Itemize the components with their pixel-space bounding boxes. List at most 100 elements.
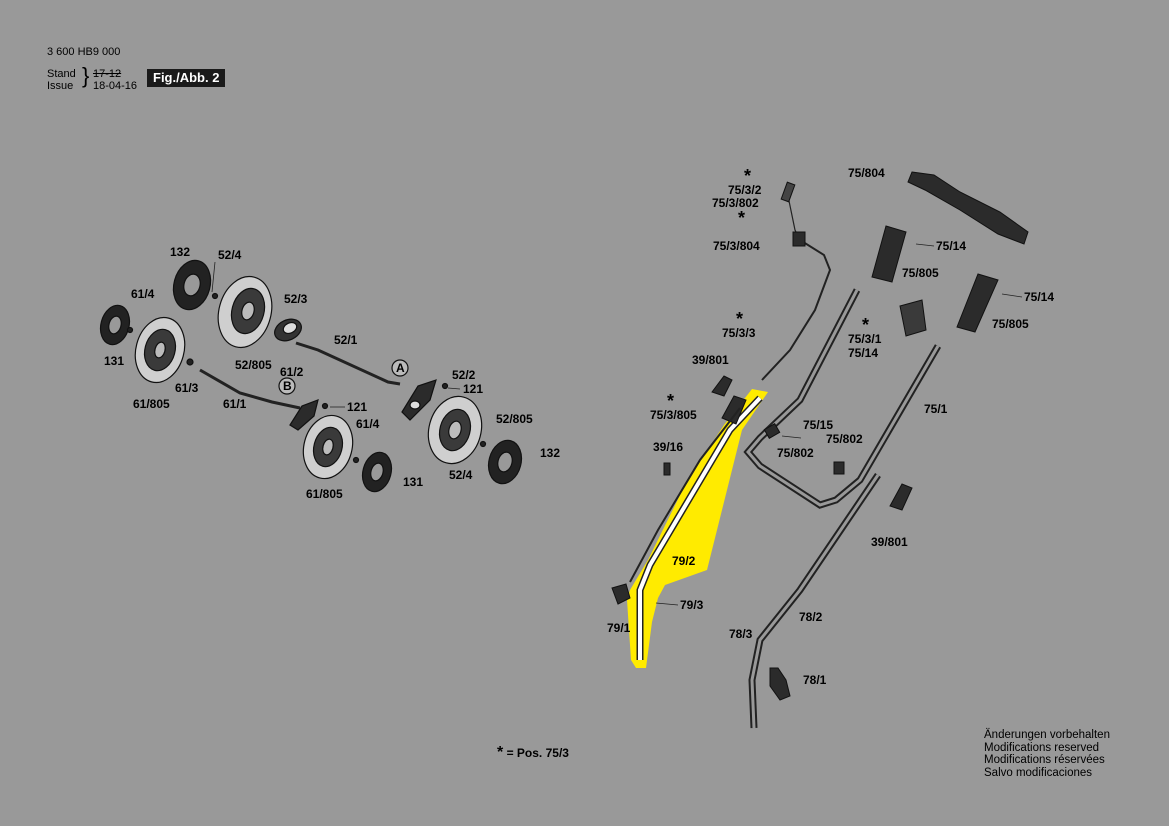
handle-assembly [611, 171, 1029, 729]
label-75-14-c: 75/14 [848, 346, 878, 360]
label-marker-a: A [396, 361, 405, 375]
label-52-3: 52/3 [284, 292, 308, 306]
knob-icon [769, 667, 791, 701]
label-75-15: 75/15 [803, 418, 833, 432]
cable-icon [629, 407, 741, 583]
screw-icon [211, 292, 219, 300]
label-52-1: 52/1 [334, 333, 358, 347]
modifications-notice: Änderungen vorbehalten Modifications res… [984, 729, 1110, 779]
label-75-3-3: 75/3/3 [722, 326, 756, 340]
stand-date: 17-12 [93, 68, 122, 80]
label-121-b: 121 [347, 400, 367, 414]
label-52-4-b: 52/4 [449, 468, 473, 482]
marker-b-circle [278, 377, 296, 395]
clamp-icon [956, 273, 999, 333]
label-75-3-1: 75/3/1 [848, 332, 882, 346]
label-52-805-b: 52/805 [496, 412, 533, 426]
label-39-801-a: 39/801 [692, 353, 729, 367]
label-61-3: 61/3 [175, 381, 199, 395]
clamp-piece-icon [763, 422, 781, 440]
top-handle-icon [907, 171, 1029, 245]
wheel-icon [302, 414, 354, 480]
notice-french: Modifications réservées [984, 754, 1105, 766]
notice-english: Modifications reserved [984, 741, 1100, 754]
label-52-2: 52/2 [452, 368, 476, 382]
footnote-text: = Pos. 75/3 [506, 746, 569, 760]
label-75-802-a: 75/802 [826, 432, 863, 446]
footnote: * = Pos. 75/3 [497, 744, 569, 762]
star-4: * [862, 315, 869, 335]
height-bracket-icon [401, 379, 437, 421]
label-61-4: 61/4 [131, 287, 155, 301]
lever-icon [721, 395, 747, 425]
stand-label: Stand [47, 68, 76, 80]
label-132-b: 132 [540, 446, 560, 460]
bearing-cover-icon [274, 318, 302, 342]
label-52-4: 52/4 [218, 248, 242, 262]
issue-date: 18-04-16 [93, 80, 138, 92]
label-75-3-804: 75/3/804 [713, 239, 760, 253]
screw-icon [126, 326, 134, 334]
hubcap-icon [361, 451, 393, 493]
figure-badge: Fig./Abb. 2 [147, 69, 226, 87]
label-75-14-a: 75/14 [936, 239, 966, 253]
axle-icon [295, 341, 401, 386]
hubcap-icon [172, 259, 212, 311]
knob-icon [889, 483, 913, 511]
star-3: * [736, 309, 743, 329]
label-75-3-805: 75/3/805 [650, 408, 697, 422]
label-75-1: 75/1 [924, 402, 948, 416]
label-75-805-a: 75/805 [902, 266, 939, 280]
clamp-icon [871, 225, 907, 283]
leader-lines [211, 243, 1023, 606]
wheel-icon [217, 275, 273, 349]
label-79-2: 79/2 [672, 554, 696, 568]
label-52-805: 52/805 [235, 358, 272, 372]
label-131-b: 131 [403, 475, 423, 489]
screw-icon [321, 402, 329, 410]
label-marker-b: B [283, 379, 292, 393]
label-61-805: 61/805 [133, 397, 170, 411]
label-79-1: 79/1 [607, 621, 631, 635]
wheel-icon [134, 316, 186, 384]
knob-icon [611, 583, 631, 605]
issue-label: Issue [47, 80, 74, 92]
screw-icon [352, 456, 360, 464]
axle-icon [199, 368, 301, 410]
document-number: 3 600 HB9 000 [47, 46, 121, 58]
notice-spanish: Salvo modificaciones [984, 766, 1093, 779]
footnote-star: * [497, 744, 504, 761]
pin-icon [663, 462, 671, 476]
notice-german: Änderungen vorbehalten [984, 729, 1110, 741]
label-78-3: 78/3 [729, 627, 753, 641]
marker-a-circle [391, 359, 409, 377]
clamp-piece-icon [833, 461, 845, 475]
label-78-1: 78/1 [803, 673, 827, 687]
label-131: 131 [104, 354, 124, 368]
switch-icon [899, 299, 927, 337]
label-75-802-b: 75/802 [777, 446, 814, 460]
star-5: * [667, 391, 674, 411]
knob-icon [711, 375, 733, 397]
label-75-3-802: 75/3/802 [712, 196, 759, 210]
star-2: * [738, 208, 745, 228]
screw-icon [479, 440, 487, 448]
label-75-805-b: 75/805 [992, 317, 1029, 331]
wheel-assembly [99, 259, 523, 493]
lower-tube-icon [748, 473, 881, 729]
highlight-part-79-2 [627, 389, 768, 668]
wheel-icon [427, 395, 483, 465]
clip-icon [792, 231, 806, 247]
height-bracket-icon [289, 399, 319, 431]
clip-icon [780, 181, 796, 203]
screw-icon [441, 382, 449, 390]
hubcap-icon [99, 304, 131, 346]
brace-glyph: } [82, 63, 90, 88]
label-75-14-b: 75/14 [1024, 290, 1054, 304]
label-61-805-b: 61/805 [306, 487, 343, 501]
label-78-2: 78/2 [799, 610, 823, 624]
star-1: * [744, 166, 751, 186]
part-labels: 132 52/4 61/4 52/3 52/1 131 52/805 61/2 … [104, 166, 1054, 687]
label-39-16: 39/16 [653, 440, 683, 454]
label-39-801-b: 39/801 [871, 535, 908, 549]
